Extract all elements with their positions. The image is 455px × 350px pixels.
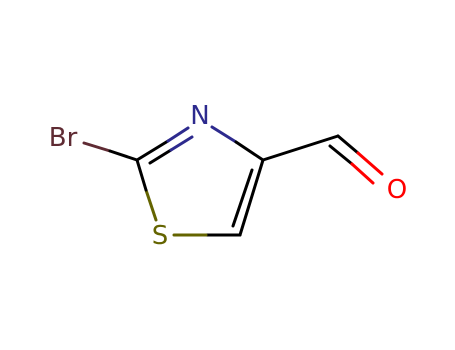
bond-c4-cho bbox=[261, 134, 340, 162]
bond-n3-c4 bbox=[210, 125, 265, 162]
atom-label-o: O bbox=[387, 175, 407, 205]
bond-c4-c5-double bbox=[231, 158, 265, 237]
bond-c2-n3-double bbox=[135, 126, 194, 165]
bond-c2-br bbox=[82, 141, 139, 162]
atom-label-br: Br bbox=[49, 123, 78, 153]
atom-label-n: N bbox=[190, 101, 209, 131]
bond-c-o-double bbox=[328, 134, 384, 185]
bond-s1-c2 bbox=[135, 158, 158, 222]
atom-label-s: S bbox=[152, 221, 169, 251]
